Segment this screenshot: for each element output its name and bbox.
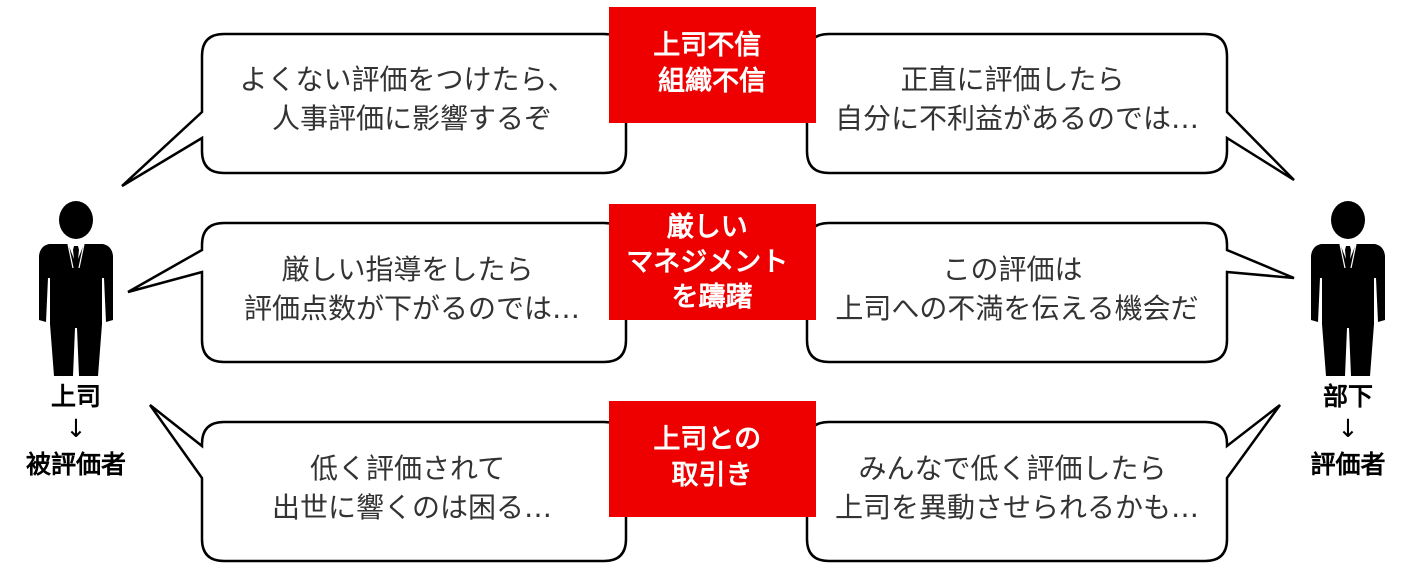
bubble-line: 出世に響くのは困る… — [272, 491, 552, 524]
bubble-line: 上司への不満を伝える機会だ — [835, 292, 1198, 325]
person-label: 被評価者 — [26, 450, 126, 479]
svg-text:みんなで低く評価したら 上司を異動させられるかも: みんなで低く評価したら 上司を異動させられるかも… — [835, 452, 1199, 524]
bubble-line: 上司を異動させられるかも… — [835, 491, 1199, 524]
bubble-line: よくない評価をつけたら、 — [240, 63, 576, 96]
person-role: 部下 — [1323, 382, 1373, 411]
person-role: 上司 — [51, 382, 101, 411]
tag-line: を躊躇 — [672, 282, 753, 313]
tag-line: 厳しい — [667, 211, 748, 243]
bubble-line: 低く評価されて — [310, 452, 505, 485]
bubble-line: 評価点数が下がるのでは… — [244, 292, 580, 325]
tag-line: マネジメント — [626, 247, 788, 278]
svg-text:上司との 取引き: 上司との 取引き — [653, 424, 770, 491]
svg-text:厳しい マネジメント を躊躇: 厳しい マネジメント を躊躇 — [626, 211, 797, 313]
tag-line: 上司との — [653, 424, 761, 455]
tag-row2: 厳しい マネジメント を躊躇 — [609, 204, 816, 320]
speech-bubble-row2-left: 厳しい指導をしたら 評価点数が下がるのでは… — [127, 221, 628, 364]
speech-bubble-row1-right: 正直に評価したら 自分に不利益があるのでは… — [805, 32, 1295, 182]
speech-bubble-row3-left: 低く評価されて 出世に響くのは困る… — [148, 404, 628, 563]
svg-text:正直に評価したら 自分に不利益があるのでは…: 正直に評価したら 自分に不利益があるのでは… — [835, 63, 1199, 135]
down-arrow-icon: ↓ — [66, 414, 87, 443]
businessman-icon — [38, 200, 114, 377]
tag-row1: 上司不信 組織不信 — [609, 7, 816, 123]
bubble-line: 厳しい指導をしたら — [282, 253, 534, 286]
down-arrow-icon: ↓ — [1338, 414, 1359, 443]
svg-text:この評価は 上司への不満を伝える機会だ: この評価は 上司への不満を伝える機会だ — [835, 253, 1198, 325]
tag-row3: 上司との 取引き — [609, 401, 816, 517]
supervisor-person: 上司 ↓ 被評価者 — [26, 200, 126, 479]
person-label: 評価者 — [1310, 450, 1385, 479]
bubble-line: この評価は — [943, 253, 1083, 286]
bubble-line: 人事評価に影響するぞ — [272, 102, 552, 135]
svg-text:厳しい指導をしたら 評価点数が下がるのでは…: 厳しい指導をしたら 評価点数が下がるのでは… — [244, 253, 580, 325]
speech-bubble-row2-right: この評価は 上司への不満を伝える機会だ — [805, 221, 1295, 364]
bubble-line: 正直に評価したら — [901, 63, 1125, 96]
svg-text:低く評価されて 出世に響くのは困る…: 低く評価されて 出世に響くのは困る… — [272, 452, 552, 524]
tag-line: 組織不信 — [658, 65, 766, 97]
subordinate-person: 部下 ↓ 評価者 — [1310, 200, 1386, 479]
speech-bubble-row1-left: よくない評価をつけたら、 人事評価に影響するぞ — [121, 32, 628, 188]
tag-line: 上司不信 — [653, 30, 761, 61]
bubble-line: みんなで低く評価したら — [859, 452, 1167, 485]
businessman-icon — [1310, 200, 1386, 377]
svg-text:上司不信 組織不信: 上司不信 組織不信 — [653, 30, 770, 97]
speech-bubble-row3-right: みんなで低く評価したら 上司を異動させられるかも… — [805, 404, 1282, 563]
bubble-line: 自分に不利益があるのでは… — [835, 102, 1199, 135]
tag-line: 取引き — [672, 460, 753, 491]
svg-text:よくない評価をつけたら、 人事評価に影響するぞ: よくない評価をつけたら、 人事評価に影響するぞ — [240, 63, 585, 135]
